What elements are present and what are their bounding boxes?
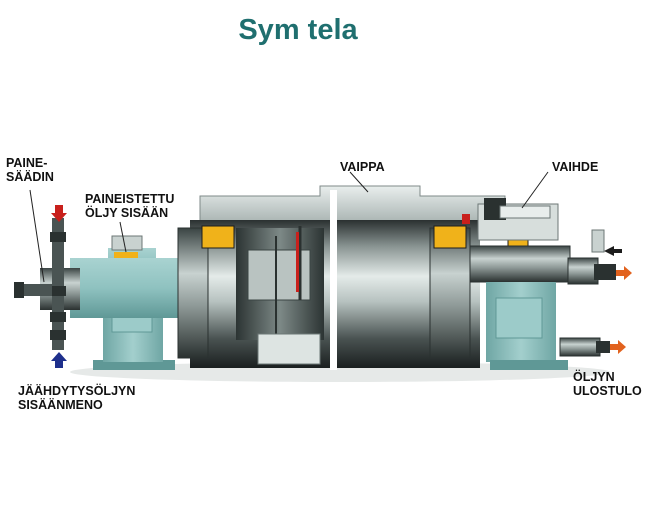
leader-paineistettu xyxy=(119,221,127,253)
label-oljyn-ulostulo: ÖLJYN ULOSTULO xyxy=(573,370,642,398)
right-shaft-end xyxy=(567,257,599,285)
label-paine-saadin: PAINE- SÄÄDIN xyxy=(6,156,54,184)
black-inlet-arrow-icon xyxy=(604,246,622,256)
right-bearing xyxy=(433,225,467,249)
label-vaihde: VAIHDE xyxy=(552,160,599,174)
left-bearing xyxy=(201,225,235,249)
leader-vaihde xyxy=(521,171,549,209)
label-vaippa: VAIPPA xyxy=(340,160,385,174)
pressure-regulator xyxy=(14,218,66,350)
label-paineistettu-oljy: PAINEISTETTU ÖLJY SISÄÄN xyxy=(85,192,175,220)
gear-housing xyxy=(462,198,559,241)
right-pedestal xyxy=(486,282,568,370)
label-jaahdytysoljyn: JÄÄHDYTYSÖLJYN SISÄÄNMENO xyxy=(18,384,136,412)
leader-vaippa xyxy=(349,171,369,193)
leader-paine-saadin xyxy=(29,189,45,283)
orange-oil-outlet-arrow-icon xyxy=(610,340,626,354)
left-end-flange xyxy=(177,227,209,359)
red-inlet-arrow-icon xyxy=(51,205,67,222)
right-end-flange xyxy=(429,227,471,359)
top-housing xyxy=(199,185,506,223)
page-title: Sym tela xyxy=(238,14,358,46)
left-journal xyxy=(70,258,190,318)
right-journal xyxy=(469,245,571,283)
blue-inlet-arrow-icon xyxy=(51,352,67,368)
orange-outlet-arrow-icon xyxy=(616,266,632,280)
shell-gap xyxy=(330,190,337,370)
